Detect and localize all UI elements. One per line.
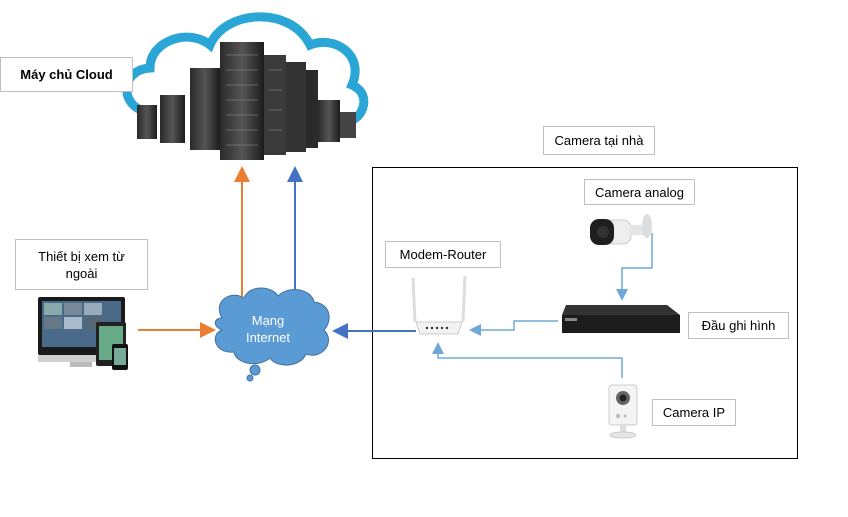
arrow-analog-to-dvr	[616, 233, 653, 301]
internet-label-line1: Mạng	[251, 313, 285, 328]
internet-cloud-label: Mạng Internet	[228, 312, 308, 346]
internet-label-line2: Internet	[245, 330, 291, 345]
dvr-label: Đầu ghi hình	[688, 312, 789, 339]
cloud-server-label: Máy chủ Cloud	[0, 57, 133, 92]
modem-router-label: Modem-Router	[385, 241, 501, 268]
dvr-icon	[562, 305, 680, 333]
arrow-ipcam-to-router	[432, 342, 623, 378]
home-camera-group-box	[372, 167, 798, 459]
home-cameras-label: Camera tại nhà	[543, 126, 655, 155]
ip-camera-icon	[608, 384, 638, 439]
arrow-dvr-to-router	[469, 320, 558, 336]
remote-device-icon	[38, 297, 128, 370]
analog-camera-icon	[590, 214, 652, 245]
ip-camera-label: Camera IP	[652, 399, 736, 426]
analog-camera-label: Camera analog	[584, 179, 695, 205]
remote-device-label: Thiết bị xem từ ngoài	[15, 239, 148, 290]
internet-cloud-icon	[214, 287, 330, 382]
modem-router-icon	[411, 275, 467, 335]
cloud-server-icon	[122, 12, 369, 160]
